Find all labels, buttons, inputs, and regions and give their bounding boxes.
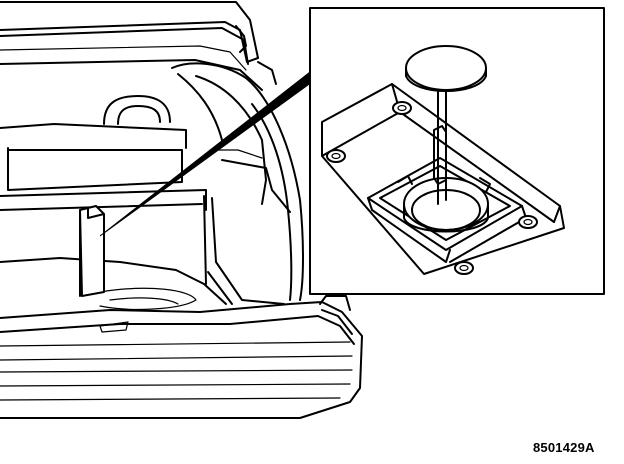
trunk-lid [0, 1, 259, 63]
hinge [235, 25, 247, 53]
reference-code: 8501429A [533, 440, 595, 455]
seal-location-post [79, 205, 105, 297]
fastener-hole-1 [392, 101, 412, 115]
fastener-hole-3 [518, 215, 538, 229]
rear-bumper [0, 301, 363, 419]
trunk-handle [103, 95, 171, 125]
trunk-scene [0, 1, 363, 419]
side-wall [171, 62, 304, 301]
detail-inset [309, 7, 605, 295]
fastener-hole-2 [326, 149, 346, 163]
trunk-lid-edge [0, 27, 249, 65]
seal-cap [405, 45, 487, 91]
trunk-floor [0, 257, 227, 305]
trunk-shelf [0, 123, 187, 149]
fastener-hole-4 [454, 261, 474, 275]
